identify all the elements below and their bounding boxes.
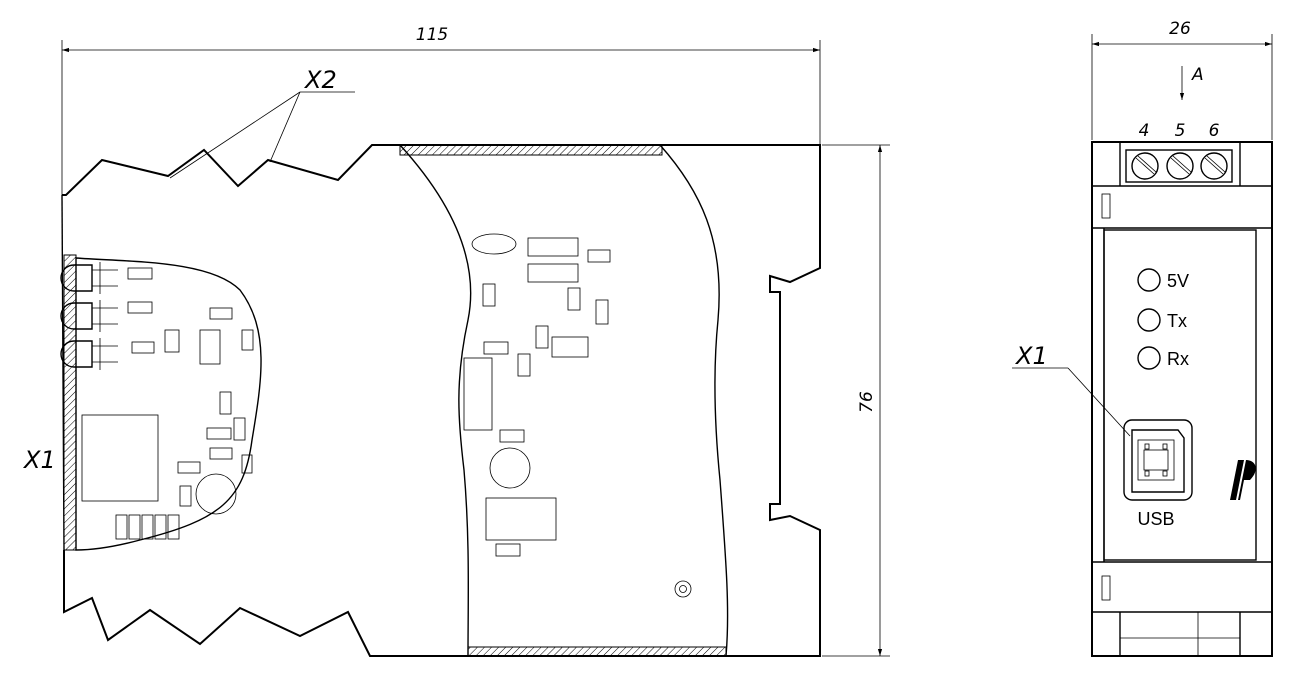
front-view: 26 A 4 5 6 xyxy=(1012,19,1273,657)
manufacturer-logo-icon xyxy=(1230,460,1256,500)
side-view: 115 76 X2 X1 xyxy=(22,25,890,657)
terminal-screws xyxy=(1125,149,1233,183)
width-dim-label: 115 xyxy=(416,25,448,45)
usb-label: USB xyxy=(1137,509,1174,529)
height-dimension: 76 xyxy=(822,144,890,657)
latch-slot xyxy=(1101,193,1111,219)
terminal-number: 6 xyxy=(1209,121,1220,141)
center-pcb-components xyxy=(463,233,692,598)
usb-connector xyxy=(1123,419,1193,501)
front-panel-section xyxy=(63,254,77,551)
housing-outline xyxy=(62,144,821,657)
height-dim-label: 76 xyxy=(857,391,877,413)
cut-curve-right xyxy=(659,144,729,657)
left-pcb-components xyxy=(81,267,254,540)
bottom-hatched-strip xyxy=(467,646,727,657)
led-rx-label: Rx xyxy=(1167,349,1189,369)
x1-front-callout: X1 xyxy=(1012,342,1131,437)
top-hatched-strip xyxy=(399,144,663,156)
terminal-number: 5 xyxy=(1175,121,1186,141)
view-arrow-label: A xyxy=(1191,65,1204,85)
front-housing xyxy=(1091,141,1273,657)
led-rx-icon xyxy=(1137,346,1161,370)
terminal-number: 4 xyxy=(1139,121,1150,141)
led-indicators: 5V Tx Rx xyxy=(1137,268,1189,370)
view-arrow: A xyxy=(1179,65,1204,100)
latch-slot xyxy=(1101,575,1111,601)
led-tx-icon xyxy=(1137,308,1161,332)
front-width-dimension: 26 xyxy=(1091,19,1273,140)
led-5v-icon xyxy=(1137,268,1161,292)
front-width-label: 26 xyxy=(1169,19,1191,39)
led-5v-label: 5V xyxy=(1167,271,1189,291)
width-dimension: 115 xyxy=(61,25,821,200)
side-leds xyxy=(60,262,118,370)
x1-side-label: X1 xyxy=(22,446,56,474)
x2-label: X2 xyxy=(303,66,337,94)
x1-front-label: X1 xyxy=(1014,342,1048,370)
left-cutout xyxy=(75,257,262,551)
led-tx-label: Tx xyxy=(1167,311,1187,331)
x2-callout: X2 xyxy=(169,66,355,179)
cut-curve-left xyxy=(399,144,472,657)
front-label-panel xyxy=(1103,229,1257,561)
